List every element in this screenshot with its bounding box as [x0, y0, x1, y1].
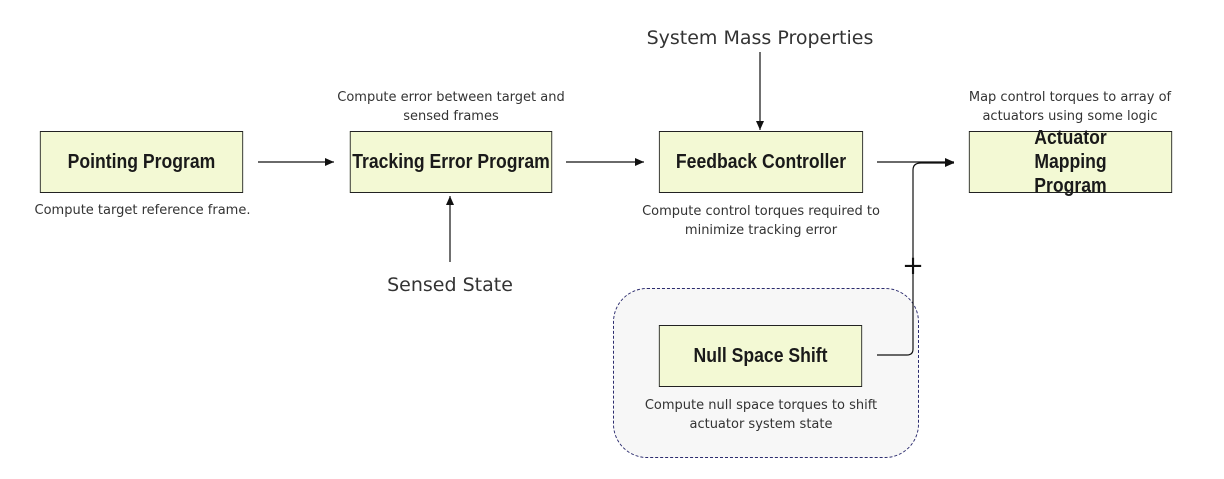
tracking-error-note-text: Compute error between target and sensed …: [337, 90, 565, 124]
actuator-mapping-label: Actuator Mapping Program: [1034, 127, 1107, 197]
actuator-mapping-box[interactable]: Actuator Mapping Program: [968, 127, 1173, 197]
null-space-shift-note-text: Compute null space torques to shift actu…: [644, 398, 878, 432]
pointing-program-label: Pointing Program: [67, 151, 216, 173]
pointing-program-box[interactable]: Pointing Program: [39, 131, 244, 193]
feedback-controller-label: Feedback Controller: [675, 151, 847, 173]
actuator-mapping-note-text: Map control torques to array of actuator…: [968, 90, 1172, 124]
feedback-controller-box[interactable]: Feedback Controller: [658, 131, 864, 193]
sensed-state-label: Sensed State: [387, 274, 513, 296]
actuator-mapping-note: Map control torques to array of actuator…: [950, 88, 1190, 126]
null-space-shift-box[interactable]: Null Space Shift: [658, 325, 863, 387]
feedback-controller-note: Compute control torques required to mini…: [630, 202, 892, 240]
feedback-controller-note-text: Compute control torques required to mini…: [642, 204, 880, 238]
arrow-nullspace-to-actuator: [877, 159, 954, 356]
pointing-program-note: Compute target reference frame.: [34, 203, 251, 218]
summing-plus-sign: +: [902, 251, 924, 281]
mass-properties-label: System Mass Properties: [646, 27, 874, 49]
tracking-error-box[interactable]: Tracking Error Program: [349, 131, 553, 193]
null-space-shift-note: Compute null space torques to shift actu…: [632, 396, 890, 434]
tracking-error-label: Tracking Error Program: [352, 151, 550, 173]
null-space-shift-label: Null Space Shift: [693, 345, 828, 367]
tracking-error-note: Compute error between target and sensed …: [325, 88, 577, 126]
